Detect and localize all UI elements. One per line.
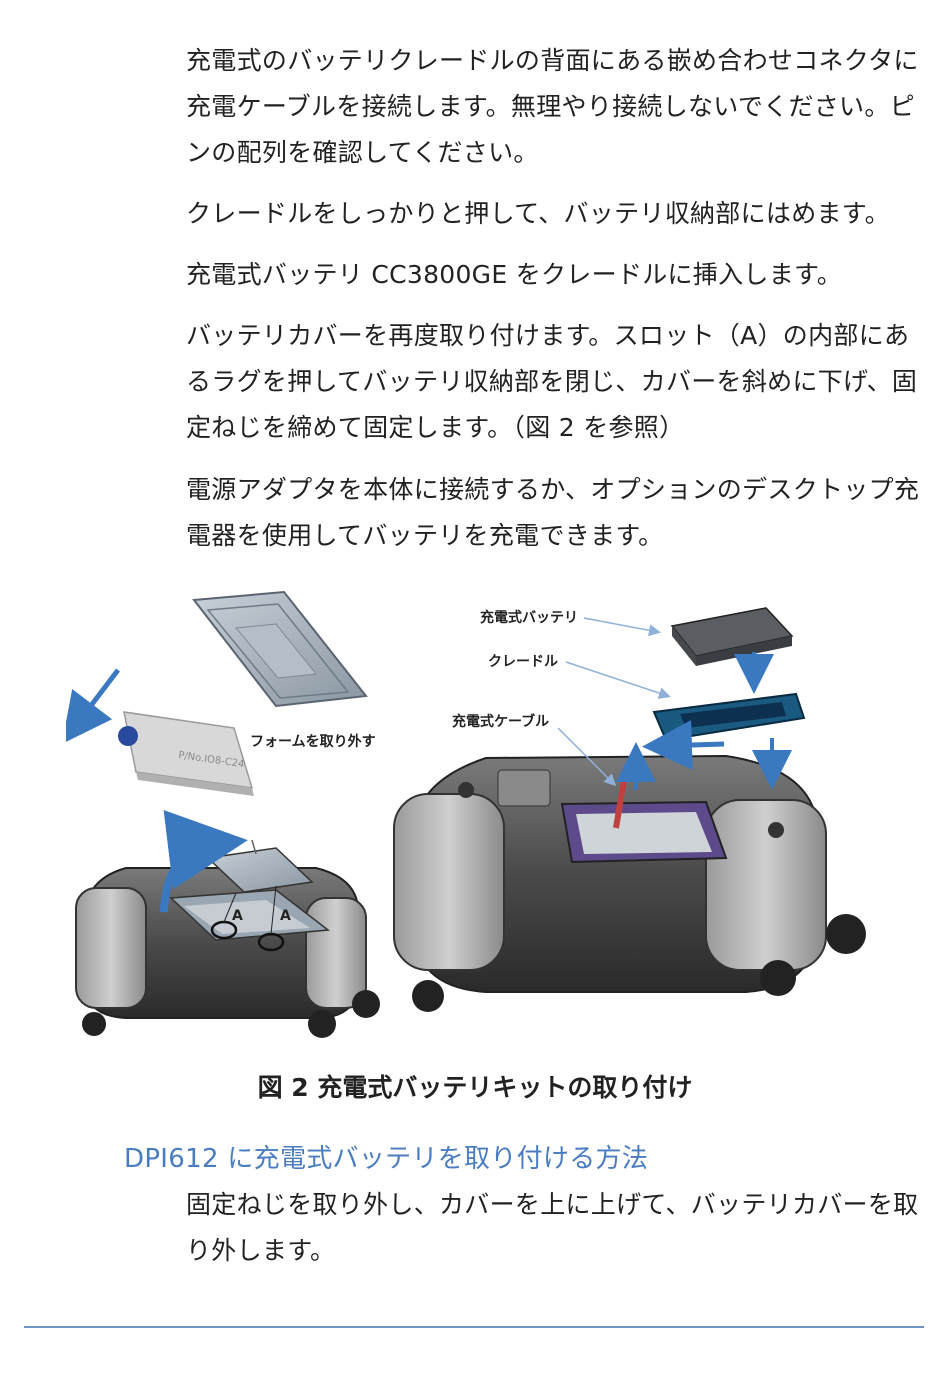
- battery-installation-figure: P/No.IO8-C24 フォームを取り外す A A: [66, 590, 866, 1038]
- battery-cradle: [652, 692, 806, 742]
- lid-rotate-arrow: [160, 810, 248, 913]
- label-slot-a-left: A: [232, 908, 243, 924]
- label-cradle: クレードル: [488, 654, 558, 670]
- label-rechargeable-battery: 充電式バッテリ: [480, 609, 578, 626]
- paragraph-reattach-cover: バッテリカバーを再度取り付けます。スロット（A）の内部にあるラグを押してバッテリ…: [186, 321, 918, 442]
- paragraph-insert-battery: 充電式バッテリ CC3800GE をクレードルに挿入します。: [186, 260, 843, 289]
- battery-cover-lid: [192, 590, 368, 708]
- paragraph-connect-cable: 充電式のバッテリクレードルの背面にある嵌め合わせコネクタに充電ケーブルを接続しま…: [186, 46, 919, 167]
- paragraph-press-cradle: クレードルをしっかりと押して、バッテリ収納部にはめます。: [186, 199, 890, 228]
- label-remove-foam: フォームを取り外す: [250, 733, 376, 750]
- footer-rule: [24, 1326, 924, 1328]
- paragraph-remove-cover: 固定ねじを取り外し、カバーを上に上げて、バッテリカバーを取り外します。: [186, 1190, 919, 1265]
- device-large: [393, 754, 866, 1012]
- section-heading: DPI612 に充電式バッテリを取り付ける方法: [124, 1144, 649, 1174]
- label-charging-cable: 充電式ケーブル: [452, 713, 549, 730]
- paragraph-charge-battery: 電源アダプタを本体に接続するか、オプションのデスクトップ充電器を使用してバッテリ…: [186, 475, 920, 550]
- figure-caption: 図 2 充電式バッテリキットの取り付け: [257, 1073, 693, 1102]
- device-small: [75, 867, 380, 1038]
- remove-arrow: [66, 668, 120, 744]
- rechargeable-battery: [670, 607, 794, 666]
- label-slot-a-right: A: [280, 908, 291, 924]
- foam-pad: P/No.IO8-C24: [118, 711, 254, 796]
